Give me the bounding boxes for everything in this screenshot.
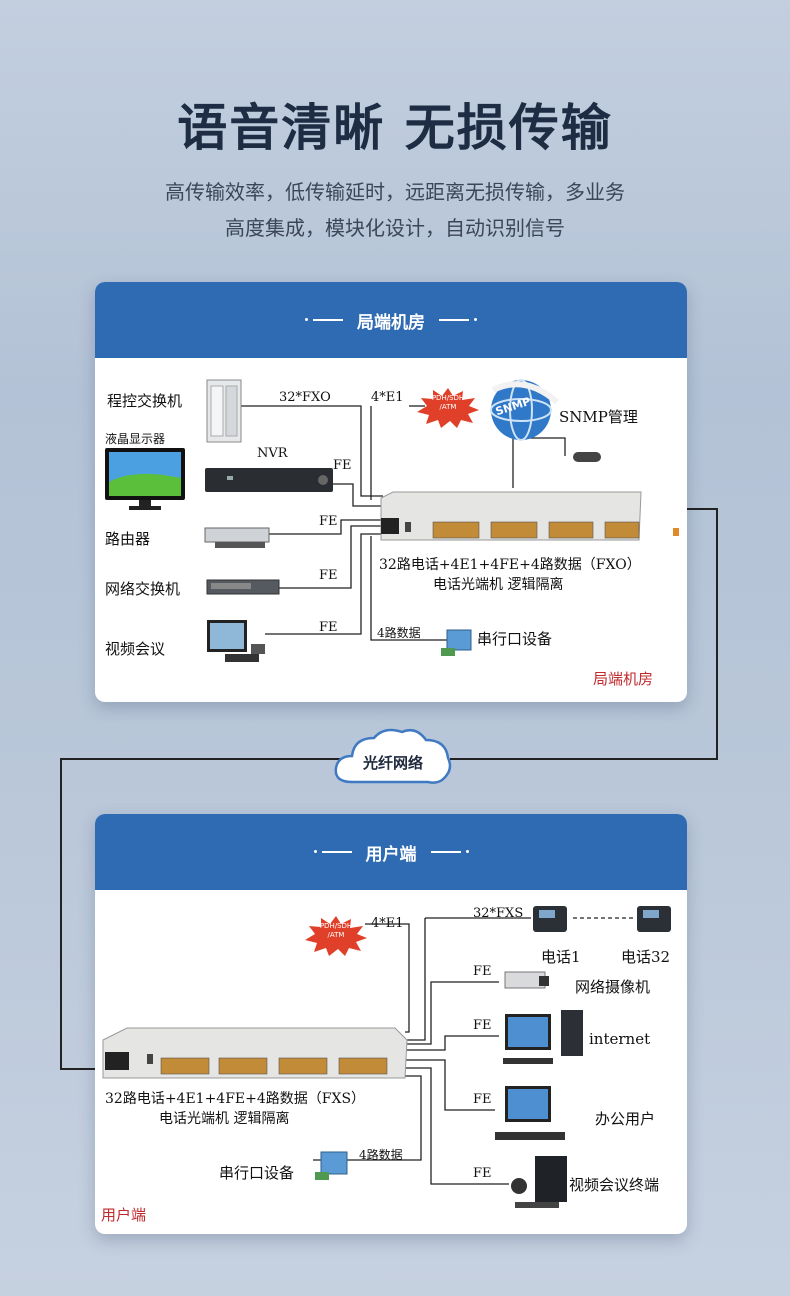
phone-32-label: 电话32 bbox=[621, 948, 671, 966]
user-device-caption-1: 32路电话+4E1+4FE+4路数据（FXS） bbox=[105, 1091, 366, 1107]
user-fe-link-label-3: FE bbox=[473, 1092, 492, 1107]
central-office-heading: 局端机房 bbox=[357, 312, 425, 333]
snmp-globe-icon bbox=[490, 379, 601, 462]
fxo-link-label: 32*FXO bbox=[279, 390, 331, 405]
user-fe-link-label-4: FE bbox=[473, 1166, 492, 1181]
video-terminal-label: 视频会议终端 bbox=[569, 1176, 660, 1194]
user-serial-label: 串行口设备 bbox=[219, 1164, 295, 1182]
user-end-diagram bbox=[102, 906, 671, 1208]
user-pdh-badge-line1: PDH/SDH bbox=[319, 922, 353, 930]
office-pc-icon bbox=[495, 1086, 565, 1140]
fe-link-label-1: FE bbox=[333, 458, 352, 473]
pdh-badge-line2: /ATM bbox=[439, 403, 457, 411]
user-data-link-label: 4路数据 bbox=[359, 1148, 403, 1162]
switch-icon bbox=[206, 579, 280, 595]
subtitle-line-1: 高传输效率，低传输延时，远距离无损传输，多业务 bbox=[165, 180, 625, 204]
fiber-line-mid-left bbox=[60, 758, 340, 760]
e1-link-label: 4*E1 bbox=[371, 390, 404, 405]
user-fe-link-label-1: FE bbox=[473, 964, 492, 979]
central-office-header: 局端机房 bbox=[95, 282, 687, 358]
lcd-monitor-icon bbox=[105, 448, 185, 510]
camera-label: 网络摄像机 bbox=[575, 978, 651, 996]
user-corner-label: 用户端 bbox=[101, 1206, 147, 1224]
video-terminal-icon bbox=[511, 1156, 567, 1208]
user-fe-link-label-2: FE bbox=[473, 1018, 492, 1033]
pbx-label: 程控交换机 bbox=[107, 392, 183, 410]
user-end-header: 用户端 bbox=[95, 814, 687, 890]
fe-link-label-4: FE bbox=[319, 620, 338, 635]
device-caption-1: 32路电话+4E1+4FE+4路数据（FXO） bbox=[379, 557, 641, 573]
user-pdh-badge-line2: /ATM bbox=[327, 931, 345, 939]
phone-32-icon bbox=[637, 906, 671, 932]
data-link-label: 4路数据 bbox=[377, 626, 421, 640]
user-end-card: 用户端 bbox=[95, 814, 687, 1234]
fiber-line-bottom-h bbox=[60, 1068, 104, 1070]
fiber-line-left-v bbox=[60, 758, 62, 1070]
fiber-network-label: 光纤网络 bbox=[362, 754, 423, 772]
user-optical-terminal-icon bbox=[102, 1027, 408, 1079]
internet-label: internet bbox=[589, 1030, 651, 1048]
subtitle-line-2: 高度集成，模块化设计，自动识别信号 bbox=[225, 216, 565, 240]
video-conf-label: 视频会议 bbox=[105, 640, 166, 658]
nvr-label: NVR bbox=[257, 446, 288, 461]
pdh-sdh-atm-badge-icon bbox=[417, 388, 479, 428]
serial-device-icon bbox=[441, 629, 472, 656]
user-serial-device-icon bbox=[315, 1151, 348, 1180]
device-caption-2: 电话光端机 逻辑隔离 bbox=[433, 577, 564, 593]
page-title: 语音清晰 无损传输 bbox=[177, 99, 613, 157]
pbx-cabinet-icon bbox=[206, 379, 242, 443]
lcd-label: 液晶显示器 bbox=[105, 432, 166, 446]
network-camera-icon bbox=[504, 971, 549, 989]
cloud-icon bbox=[334, 728, 452, 784]
corner-label: 局端机房 bbox=[593, 670, 654, 688]
user-pdh-sdh-atm-badge-icon bbox=[305, 916, 367, 956]
snmp-label: SNMP管理 bbox=[559, 408, 638, 426]
serial-label: 串行口设备 bbox=[477, 630, 553, 648]
nvr-icon bbox=[205, 468, 333, 492]
fiber-line-mid-right bbox=[450, 758, 718, 760]
user-end-heading: 用户端 bbox=[365, 844, 417, 865]
phone-1-label: 电话1 bbox=[541, 948, 581, 966]
router-label: 路由器 bbox=[105, 530, 151, 548]
user-fxs-link-label: 32*FXS bbox=[473, 906, 524, 921]
fe-link-label-3: FE bbox=[319, 568, 338, 583]
switch-label: 网络交换机 bbox=[105, 580, 181, 598]
user-pdh-badge-text: PDH/SDH /ATM bbox=[305, 922, 367, 940]
video-conference-icon bbox=[207, 620, 265, 662]
pdh-badge-text: PDH/SDH /ATM bbox=[417, 394, 479, 412]
fiber-network-cloud: 光纤网络 bbox=[330, 722, 456, 792]
user-e1-link-label: 4*E1 bbox=[371, 916, 404, 931]
office-label: 办公用户 bbox=[595, 1110, 656, 1128]
central-office-diagram bbox=[105, 379, 679, 662]
router-icon bbox=[204, 527, 270, 548]
phone-1-icon bbox=[533, 906, 567, 932]
fiber-line-top-h bbox=[676, 508, 718, 510]
user-device-caption-2: 电话光端机 逻辑隔离 bbox=[159, 1111, 290, 1127]
fe-link-label-2: FE bbox=[319, 514, 338, 529]
central-optical-terminal-icon bbox=[380, 491, 679, 541]
internet-pc-icon bbox=[503, 1010, 583, 1064]
pdh-badge-line1: PDH/SDH bbox=[431, 394, 465, 402]
fiber-line-right-v bbox=[716, 508, 718, 760]
central-office-card: 局端机房 bbox=[95, 282, 687, 702]
